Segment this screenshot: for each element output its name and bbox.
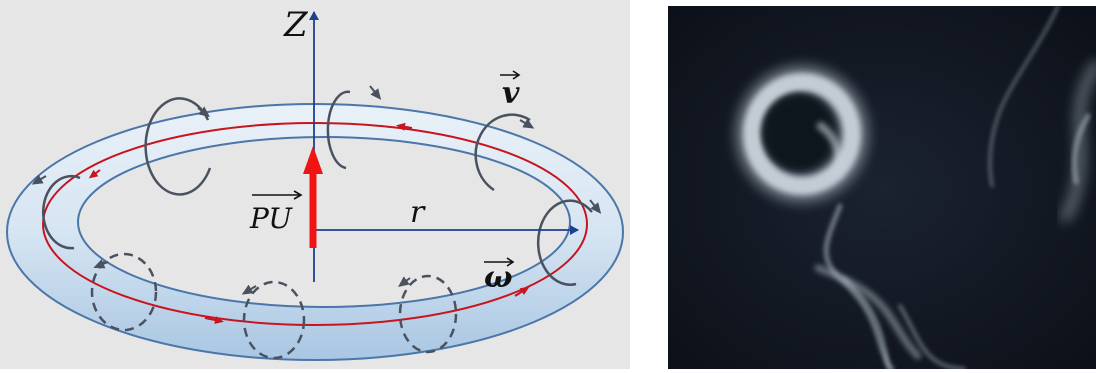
- photo-background: [668, 6, 1096, 369]
- core-arrow-top: [396, 122, 413, 131]
- smoke-wisps: [814, 203, 966, 372]
- circulation-arrow: [369, 85, 382, 100]
- circulation-arrow: [589, 199, 602, 214]
- velocity-overline-head: [512, 70, 521, 80]
- pu-vector-head: [303, 146, 323, 174]
- radius-label: r: [410, 195, 426, 230]
- vorticity-overline-head: [506, 257, 515, 267]
- circulation-loop: [536, 199, 593, 286]
- smoke-ring-photo: [668, 4, 1096, 372]
- core-arrow-bottom: [204, 316, 224, 324]
- core-arrow-right: [514, 286, 530, 297]
- diagram-svg: Z r PU v ω: [0, 0, 630, 369]
- circulation-loop: [41, 174, 81, 250]
- circulation-loop: [144, 97, 212, 196]
- torus-body: [5, 103, 625, 361]
- circulation-loops: [41, 90, 593, 286]
- pu-vector-label: PU: [249, 202, 293, 235]
- circulation-arrow: [31, 174, 47, 185]
- circulation-arrow: [519, 118, 535, 129]
- z-axis-label: Z: [283, 5, 309, 45]
- photo-svg: [668, 4, 1096, 372]
- smoke-ring: [735, 65, 869, 203]
- pu-vector-overline-head: [293, 190, 303, 200]
- hidden-circulation-arrow: [93, 259, 109, 269]
- circulation-arrow: [197, 106, 210, 117]
- vortex-core-line: [42, 122, 588, 326]
- core-arrow-left: [88, 169, 101, 179]
- velocity-label: v: [502, 76, 520, 111]
- smoke-right-edge: [988, 4, 1096, 222]
- hidden-circulation-loop: [242, 280, 306, 360]
- vortex-ring-diagram: Z r PU v ω: [0, 0, 630, 369]
- circulation-loop: [474, 113, 531, 192]
- hidden-circulation-loops: [90, 252, 458, 360]
- hidden-circulation-arrow: [398, 276, 411, 287]
- hidden-circulation-arrow: [241, 284, 257, 295]
- hidden-circulation-loop: [398, 274, 458, 354]
- hidden-circulation-loop: [90, 252, 158, 332]
- circulation-loop: [326, 90, 351, 170]
